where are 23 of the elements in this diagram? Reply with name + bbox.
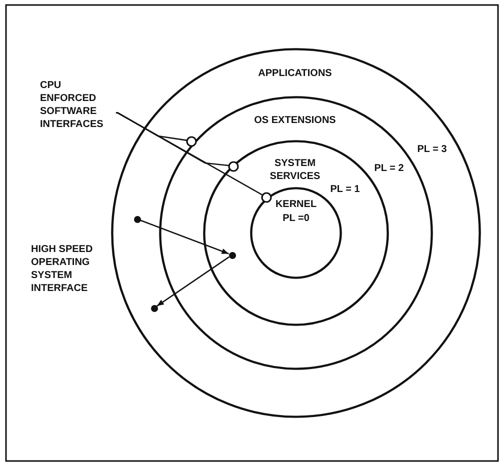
privilege-level-label: PL = 3 (416, 142, 448, 156)
interface-gate-circle (186, 136, 196, 146)
callout-text: CPU ENFORCED SOFTWARE INTERFACES (40, 79, 104, 131)
endpoint-dot (132, 214, 142, 224)
privilege-level-label: PL = 2 (373, 162, 405, 174)
ring-label: SYSTEM SERVICES (268, 157, 322, 183)
callout-text: HIGH SPEED OPERATING SYSTEM INTERFACE (31, 243, 94, 295)
interface-gate-circle (260, 192, 272, 202)
privilege-level-label: PL =0 (282, 212, 310, 224)
privilege-ring (203, 140, 389, 326)
endpoint-dot (228, 250, 236, 260)
privilege-level-label: PL = 1 (329, 182, 361, 196)
arrow (140, 220, 229, 254)
privilege-ring (159, 96, 433, 370)
interface-gate-circle (228, 160, 238, 172)
ring-label: APPLICATIONS (257, 66, 333, 80)
endpoint-dot (150, 304, 158, 312)
ring-label: KERNEL (274, 198, 318, 210)
leader-line (116, 112, 262, 196)
privilege-ring (250, 187, 342, 279)
arrow (156, 256, 230, 307)
ring-label: OS EXTENSIONS (253, 114, 337, 126)
privilege-ring (111, 48, 481, 418)
